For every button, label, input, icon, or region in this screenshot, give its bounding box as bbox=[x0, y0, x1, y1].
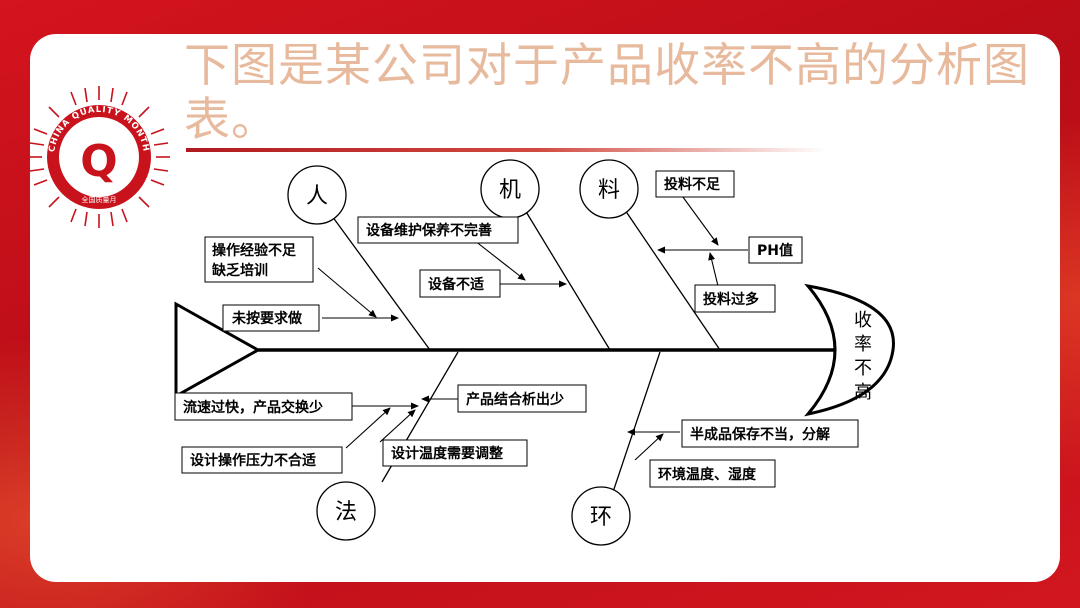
bone-material bbox=[624, 209, 721, 351]
svg-text:产品结合析出少: 产品结合析出少 bbox=[466, 391, 564, 408]
cause-box-material-1: 投料不足 bbox=[655, 170, 735, 198]
cause-box-method-1: 流速过快，产品交换少 bbox=[174, 392, 353, 421]
svg-text:设计操作压力不合适: 设计操作压力不合适 bbox=[190, 452, 316, 469]
svg-text:环: 环 bbox=[590, 505, 612, 530]
svg-text:投料不足: 投料不足 bbox=[664, 176, 721, 193]
svg-text:人: 人 bbox=[306, 184, 328, 209]
bone-machine bbox=[524, 209, 611, 351]
svg-text:收: 收 bbox=[854, 310, 872, 331]
fishbone-tail-triangle bbox=[174, 301, 262, 399]
effect-label: 收 率 不 高 bbox=[854, 310, 872, 403]
cause-box-machine-2: 设备不适 bbox=[419, 269, 501, 298]
svg-text:法: 法 bbox=[335, 500, 357, 525]
content-card bbox=[30, 34, 1060, 582]
bone-environment bbox=[612, 351, 661, 493]
svg-text:设备维护保养不完善: 设备维护保养不完善 bbox=[366, 222, 492, 239]
svg-text:料: 料 bbox=[598, 178, 620, 203]
cause-box-method-4: 设计温度需要调整 bbox=[382, 439, 528, 467]
cause-box-material-3: 投料过多 bbox=[694, 284, 776, 313]
category-method: 法 bbox=[316, 481, 376, 541]
svg-text:不: 不 bbox=[854, 358, 872, 379]
effect-head bbox=[804, 283, 895, 417]
title-underline bbox=[186, 148, 826, 152]
category-man: 人 bbox=[287, 165, 347, 225]
svg-text:PH值: PH值 bbox=[757, 242, 793, 259]
cause-box-method-2: 产品结合析出少 bbox=[457, 384, 587, 413]
svg-text:投料过多: 投料过多 bbox=[703, 291, 759, 308]
svg-text:缺乏培训: 缺乏培训 bbox=[212, 262, 268, 279]
cause-box-env-2: 环境温度、湿度 bbox=[649, 459, 776, 488]
category-machine: 机 bbox=[480, 159, 540, 219]
cause-box-man-3: 未按要求做 bbox=[222, 304, 320, 332]
cause-box-machine-1: 设备维护保养不完善 bbox=[357, 216, 519, 244]
quality-month-logo-icon: CHINA QUALITY MONTH 全国质量月 Q bbox=[28, 86, 170, 228]
svg-text:设计温度需要调整: 设计温度需要调整 bbox=[391, 445, 504, 462]
svg-text:率: 率 bbox=[854, 334, 872, 355]
page-title: 下图是某公司对于产品收率不高的分析图表。 bbox=[184, 38, 1030, 146]
category-material: 料 bbox=[579, 159, 639, 219]
svg-text:半成品保存不当，分解: 半成品保存不当，分解 bbox=[690, 426, 830, 443]
svg-text:机: 机 bbox=[499, 178, 521, 203]
svg-text:设备不适: 设备不适 bbox=[428, 276, 484, 293]
svg-text:Q: Q bbox=[80, 136, 117, 187]
category-environment: 环 bbox=[571, 486, 631, 546]
cause-box-man-1: 操作经验不足 缺乏培训 bbox=[204, 236, 314, 283]
svg-text:环境温度、湿度: 环境温度、湿度 bbox=[658, 466, 757, 483]
svg-text:流速过快，产品交换少: 流速过快，产品交换少 bbox=[183, 399, 323, 416]
svg-text:高: 高 bbox=[854, 382, 872, 403]
bone-man bbox=[331, 215, 431, 351]
svg-text:未按要求做: 未按要求做 bbox=[232, 310, 303, 327]
svg-text:操作经验不足: 操作经验不足 bbox=[212, 242, 297, 259]
cause-box-material-2: PH值 bbox=[748, 236, 803, 264]
logo-bottom-text: 全国质量月 bbox=[82, 195, 117, 204]
cause-box-env-1: 半成品保存不当，分解 bbox=[681, 419, 859, 448]
cause-box-method-3: 设计操作压力不合适 bbox=[181, 446, 343, 474]
